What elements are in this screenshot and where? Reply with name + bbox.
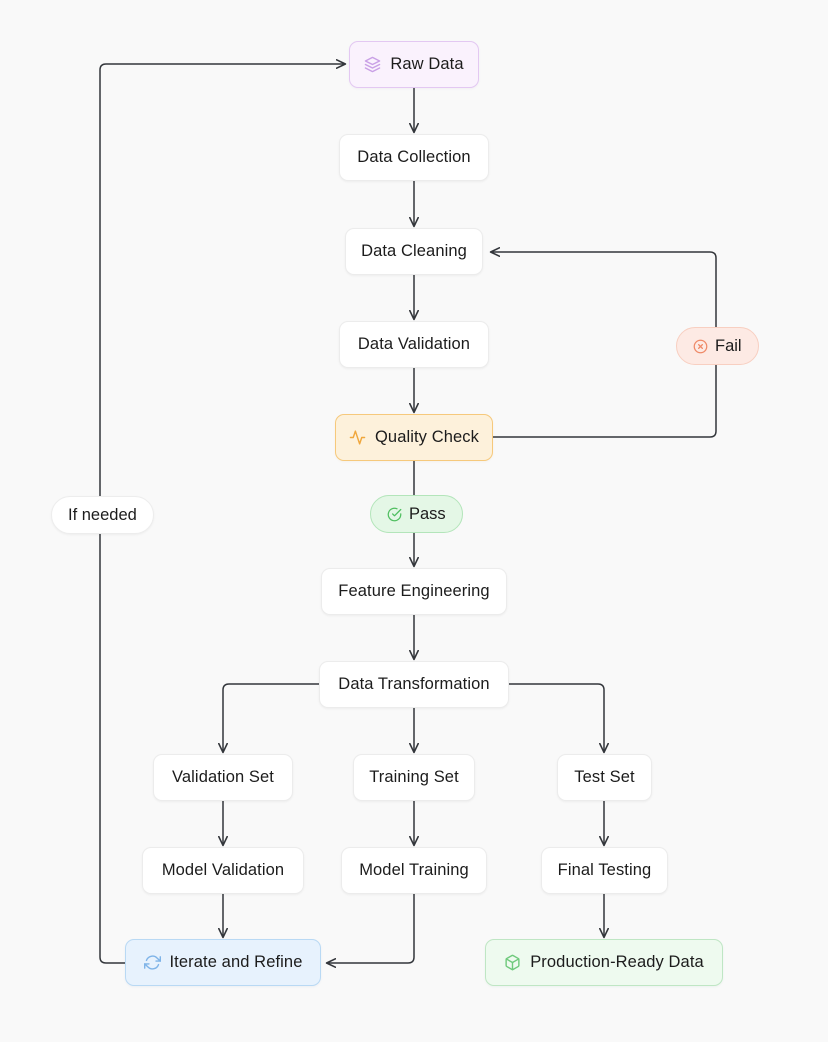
node-test-set[interactable]: Test Set — [557, 754, 652, 801]
node-model-training[interactable]: Model Training — [341, 847, 487, 894]
node-label: Final Testing — [557, 861, 652, 880]
refresh-icon — [143, 954, 161, 971]
node-production-ready-data[interactable]: Production-Ready Data — [485, 939, 723, 986]
node-label: Model Training — [359, 861, 469, 880]
node-data-transformation[interactable]: Data Transformation — [319, 661, 509, 708]
node-quality-check[interactable]: Quality Check — [335, 414, 493, 461]
node-feature-engineering[interactable]: Feature Engineering — [321, 568, 507, 615]
node-iterate-and-refine[interactable]: Iterate and Refine — [125, 939, 321, 986]
node-label: Data Transformation — [338, 675, 490, 694]
node-label: Data Validation — [357, 335, 471, 354]
badge-if-needed[interactable]: If needed — [51, 496, 154, 534]
x-circle-icon — [693, 339, 708, 354]
activity-icon — [349, 429, 366, 446]
node-data-collection[interactable]: Data Collection — [339, 134, 489, 181]
badge-pass[interactable]: Pass — [370, 495, 463, 533]
node-label: Data Cleaning — [361, 242, 467, 261]
node-model-validation[interactable]: Model Validation — [142, 847, 304, 894]
node-label: Quality Check — [374, 428, 479, 447]
node-validation-set[interactable]: Validation Set — [153, 754, 293, 801]
node-data-validation[interactable]: Data Validation — [339, 321, 489, 368]
edge-transformation-to-validation-set — [223, 683, 320, 752]
box-icon — [504, 954, 521, 971]
node-label: Feature Engineering — [338, 582, 490, 601]
node-training-set[interactable]: Training Set — [353, 754, 475, 801]
node-label: Model Validation — [161, 861, 285, 880]
badge-label: Pass — [409, 504, 446, 523]
node-label: Iterate and Refine — [169, 953, 303, 972]
node-data-cleaning[interactable]: Data Cleaning — [345, 228, 483, 275]
badge-label: If needed — [68, 505, 137, 524]
node-label: Raw Data — [390, 55, 464, 74]
badge-fail[interactable]: Fail — [676, 327, 759, 365]
node-label: Data Collection — [357, 148, 471, 167]
layers-icon — [364, 56, 381, 73]
edge-model-training-to-iterate — [327, 893, 415, 963]
node-label: Validation Set — [172, 768, 274, 787]
node-final-testing[interactable]: Final Testing — [541, 847, 668, 894]
node-label: Test Set — [574, 768, 635, 787]
check-circle-icon — [387, 507, 402, 522]
badge-label: Fail — [715, 336, 742, 355]
node-label: Production-Ready Data — [530, 953, 704, 972]
node-label: Training Set — [369, 768, 459, 787]
edge-transformation-to-test-set — [508, 683, 604, 752]
node-raw-data[interactable]: Raw Data — [349, 41, 479, 88]
